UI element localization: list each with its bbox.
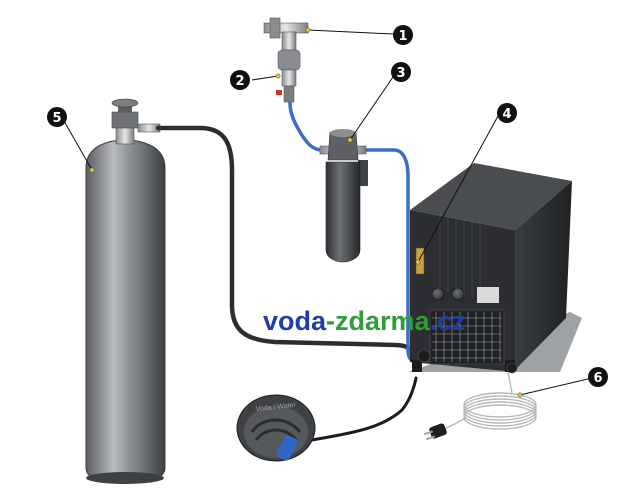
site-watermark: voda-zdarma.cz	[263, 306, 466, 336]
callout-3: 3	[391, 62, 411, 82]
callout-6: 6	[588, 367, 608, 387]
callout-3-number: 3	[396, 66, 405, 81]
rating-plate	[477, 287, 499, 303]
control-knob-left	[432, 288, 444, 300]
power-plug	[424, 423, 448, 441]
callout-5: 5	[47, 107, 67, 127]
callout-5-number: 5	[52, 111, 61, 126]
water-inlet-hose	[290, 103, 322, 150]
callout-4: 4	[497, 103, 517, 123]
water-filter	[320, 129, 368, 262]
water-tap-connector	[264, 18, 308, 50]
callout-6-number: 6	[593, 371, 602, 386]
callout-4-number: 4	[502, 107, 511, 122]
power-cable-coil	[441, 372, 536, 430]
callout-2: 2	[230, 70, 250, 90]
callout-1-number: 1	[398, 29, 407, 44]
callout-2-number: 2	[235, 74, 244, 89]
co2-cylinder	[86, 99, 165, 484]
callout-1: 1	[393, 25, 413, 45]
watermark-dash: -	[326, 306, 335, 336]
control-knob-right	[452, 288, 464, 300]
water-outlet-head: Voda / Water	[237, 395, 315, 462]
watermark-suffix: .cz	[430, 306, 466, 336]
outlet-hose	[312, 378, 416, 440]
chiller-unit	[408, 163, 582, 373]
watermark-part-voda: voda	[263, 306, 327, 336]
watermark-part-zdarma: zdarma	[335, 306, 431, 336]
